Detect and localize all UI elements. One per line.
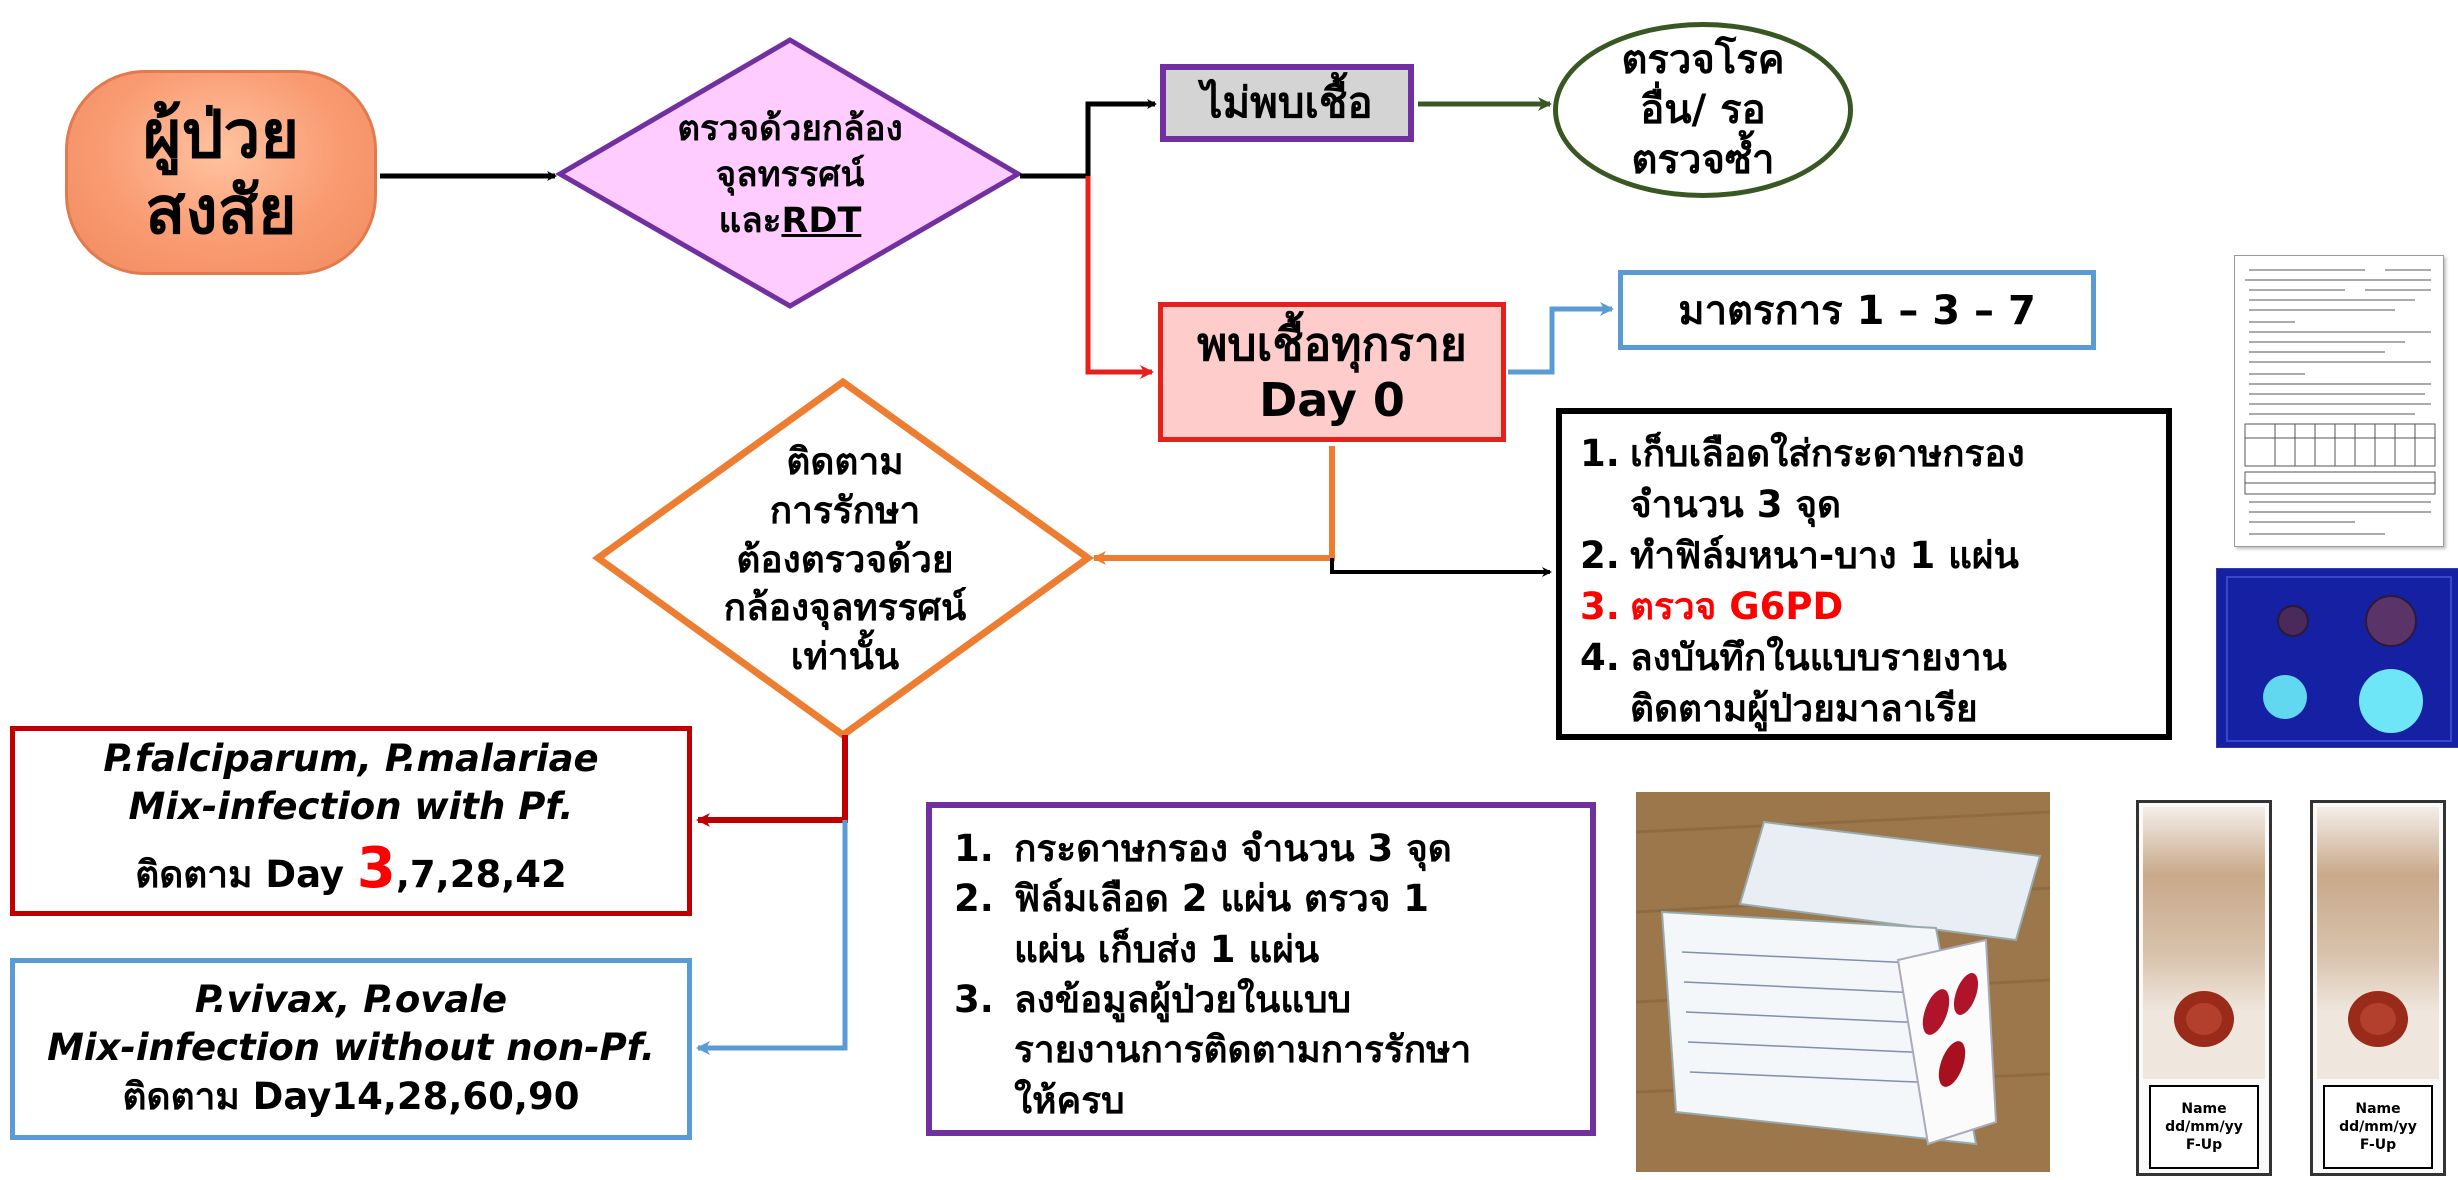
suspected-patient-node: ผู้ป่วย สงสัย	[65, 70, 377, 275]
test-line1: ตรวจด้วยกล้อง	[677, 108, 903, 149]
follow-up-line1: ติดตาม	[786, 439, 904, 483]
patient-line1: ผู้ป่วย	[142, 95, 300, 173]
step-item: 2. ทำฟิล์มหนา-บาง 1 แผ่น	[1580, 530, 2148, 581]
step-number: 2.	[1580, 534, 1620, 578]
pv-line1: P.vivax, P.ovale	[194, 977, 508, 1021]
follow-up-to-pv-arrow	[696, 820, 848, 1055]
follow-up-diamond-text: ติดตาม การรักษา ต้องตรวจด้วย กล้องจุลทรร…	[660, 430, 1030, 690]
measures-node: มาตรการ 1 – 3 – 7	[1618, 270, 2096, 350]
procedure-steps-box: 1. เก็บเลือดใส่กระดาษกรอง จำนวน 3 จุด 2.…	[1556, 408, 2172, 740]
found-to-measures-arrow	[1508, 302, 1614, 375]
slide-label-name: Name	[2355, 1100, 2401, 1117]
step-text: ทำฟิล์มหนา-บาง 1 แผ่น	[1630, 534, 2019, 578]
no-pathogen-node: ไม่พบเชื้อ	[1160, 64, 1414, 142]
g6pd-test-photo	[2216, 568, 2458, 748]
no-pathogen-label: ไม่พบเชื้อ	[1201, 78, 1373, 127]
checklist-text: กระดาษกรอง จำนวน 3 จุด	[1014, 827, 1452, 870]
pv-follow-days: ติดตาม Day14,28,60,90	[122, 1075, 580, 1119]
report-form-graphic	[2244, 269, 2436, 535]
slide-label-date: dd/mm/yy	[2165, 1118, 2243, 1135]
checklist-text: ฟิล์มเลือด 2 แผ่น ตรวจ 1	[1014, 877, 1430, 921]
other-disease-node: ตรวจโรค อื่น/ รอ ตรวจซ้ำ	[1553, 22, 1853, 198]
blood-film-graphic	[2317, 807, 2439, 1079]
step-text: ลงบันทึกในแบบรายงาน	[1630, 636, 2007, 680]
other-disease-line2: อื่น/ รอ	[1640, 87, 1766, 133]
slide-label-followup: F-Up	[2185, 1137, 2223, 1154]
step-text: ตรวจ G6PD	[1630, 585, 1844, 629]
slide-label-date: dd/mm/yy	[2339, 1118, 2417, 1135]
test-line3-prefix: และ	[718, 201, 782, 242]
test-line3: และRDT	[719, 198, 862, 244]
pf-line1: P.falciparum, P.malariae	[103, 737, 599, 781]
patient-line2: สงสัย	[145, 171, 297, 249]
slide-label: Name dd/mm/yy F-Up	[2323, 1085, 2433, 1169]
checklist-text-cont: แผ่น เก็บส่ง 1 แผ่น	[1014, 927, 1320, 971]
step-number: 4.	[1580, 636, 1620, 680]
pf-follow-rest: ,7,28,42	[395, 853, 567, 897]
slide-label-name: Name	[2181, 1100, 2227, 1117]
follow-up-line5: เท่านั้น	[790, 635, 900, 679]
other-disease-line3: ตรวจซ้ำ	[1631, 137, 1775, 183]
slide-label: Name dd/mm/yy F-Up	[2149, 1085, 2259, 1169]
test-line2: จุลทรรศน์	[715, 154, 865, 195]
branch-to-found-arrow	[1085, 176, 1154, 379]
checklist-item: 1. กระดาษกรอง จำนวน 3 จุด	[954, 824, 1568, 874]
follow-up-to-pf-arrow	[696, 735, 848, 827]
measures-label: มาตรการ 1 – 3 – 7	[1678, 288, 2036, 334]
pv-line2: Mix-infection without non-Pf.	[47, 1026, 655, 1070]
step-number: 3.	[1580, 585, 1620, 629]
follow-up-line2: การรักษา	[769, 488, 921, 532]
found-all-line1: พบเชื้อทุกราย	[1197, 316, 1467, 371]
vivax-follow-up-box: P.vivax, P.ovale Mix-infection without n…	[10, 958, 692, 1140]
checklist-number: 1.	[954, 827, 994, 870]
step-text-cont: จำนวน 3 จุด	[1630, 483, 1842, 527]
slide-label-followup: F-Up	[2359, 1137, 2397, 1154]
step-text: เก็บเลือดใส่กระดาษกรอง	[1630, 432, 2025, 475]
test-diamond-text: ตรวจด้วยกล้อง จุลทรรศน์ และRDT	[600, 100, 980, 250]
step-number: 1.	[1580, 432, 1620, 475]
filter-paper-card-photo	[1636, 792, 2050, 1172]
checklist-number: 2.	[954, 877, 994, 921]
pf-follow-day3: 3	[356, 836, 396, 902]
checklist-text-cont: รายงานการติดตามการรักษา	[1014, 1028, 1472, 1072]
checklist-item: 3. ลงข้อมูลผู้ป่วยในแบบ รายงานการติดตามก…	[954, 975, 1568, 1126]
pf-line2: Mix-infection with Pf.	[128, 785, 574, 829]
other-disease-line1: ตรวจโรค	[1621, 37, 1785, 83]
follow-up-checklist-box: 1. กระดาษกรอง จำนวน 3 จุด 2. ฟิล์มเลือด …	[926, 802, 1596, 1136]
checklist-item: 2. ฟิล์มเลือด 2 แผ่น ตรวจ 1 แผ่น เก็บส่ง…	[954, 874, 1568, 975]
branch-to-no-pathogen-arrow	[1085, 99, 1157, 176]
step-item-highlighted: 3. ตรวจ G6PD	[1580, 581, 2148, 632]
found-to-steps-arrow	[1330, 558, 1552, 577]
found-all-line2: Day 0	[1259, 373, 1405, 427]
test-line3-rdt: RDT	[781, 201, 862, 242]
step-item: 4. ลงบันทึกในแบบรายงาน ติดตามผู้ป่วยมาลา…	[1580, 632, 2148, 734]
checklist-text: ลงข้อมูลผู้ป่วยในแบบ	[1014, 977, 1352, 1021]
pf-follow-days: ติดตาม Day 3,7,28,42	[135, 831, 567, 907]
blood-film-slide: Name dd/mm/yy F-Up	[2310, 800, 2446, 1176]
follow-up-line4: กล้องจุลทรรศน์	[723, 586, 967, 630]
follow-up-line3: ต้องตรวจด้วย	[736, 537, 954, 581]
checklist-number: 3.	[954, 977, 994, 1021]
g6pd-spots-graphic	[2217, 569, 2458, 747]
report-form-thumbnail	[2234, 255, 2444, 547]
pf-follow-prefix: ติดตาม Day	[135, 853, 357, 897]
filter-paper-card-graphic	[1636, 792, 2050, 1172]
falciparum-follow-up-box: P.falciparum, P.malariae Mix-infection w…	[10, 726, 692, 916]
step-text-cont: ติดตามผู้ป่วยมาลาเรีย	[1630, 687, 1978, 731]
found-to-follow-up-arrow	[1092, 446, 1335, 565]
blood-film-graphic	[2143, 807, 2265, 1079]
blood-film-slide: Name dd/mm/yy F-Up	[2136, 800, 2272, 1176]
found-all-node: พบเชื้อทุกราย Day 0	[1158, 302, 1506, 442]
test-diamond	[555, 37, 1023, 309]
checklist-text-cont: ให้ครบ	[1014, 1078, 1125, 1122]
step-item: 1. เก็บเลือดใส่กระดาษกรอง จำนวน 3 จุด	[1580, 428, 2148, 530]
